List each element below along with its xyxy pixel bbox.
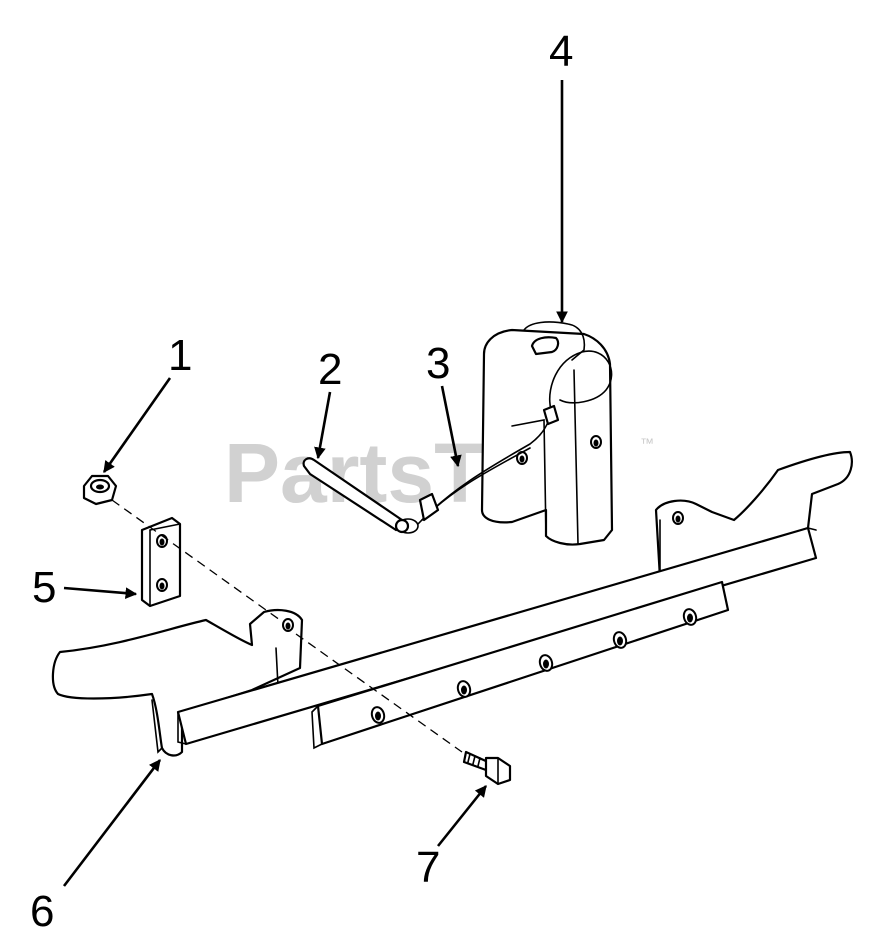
assembly-lines: [111, 499, 463, 753]
callout-2: 2: [318, 345, 342, 394]
part-1-lock-nut: [82, 474, 118, 506]
callout-4: 4: [549, 27, 573, 76]
part-3-lanyard: [397, 350, 613, 534]
callout-3: 3: [426, 339, 450, 388]
part-5-spacer: [140, 516, 182, 608]
part-4-weight: [480, 321, 614, 546]
callout-labels: 1 2 3 4 5 6 7: [30, 27, 573, 936]
part-6-hitch-frame: [51, 450, 853, 757]
callout-6: 6: [30, 887, 54, 936]
watermark-trademark: ™: [640, 435, 654, 451]
part-2-hitch-pin: [302, 457, 410, 534]
leader-arrows: [62, 80, 568, 887]
callout-5: 5: [32, 563, 56, 612]
part-7-bolt: [462, 750, 512, 786]
callout-7: 7: [416, 843, 440, 892]
callout-1: 1: [168, 331, 192, 380]
